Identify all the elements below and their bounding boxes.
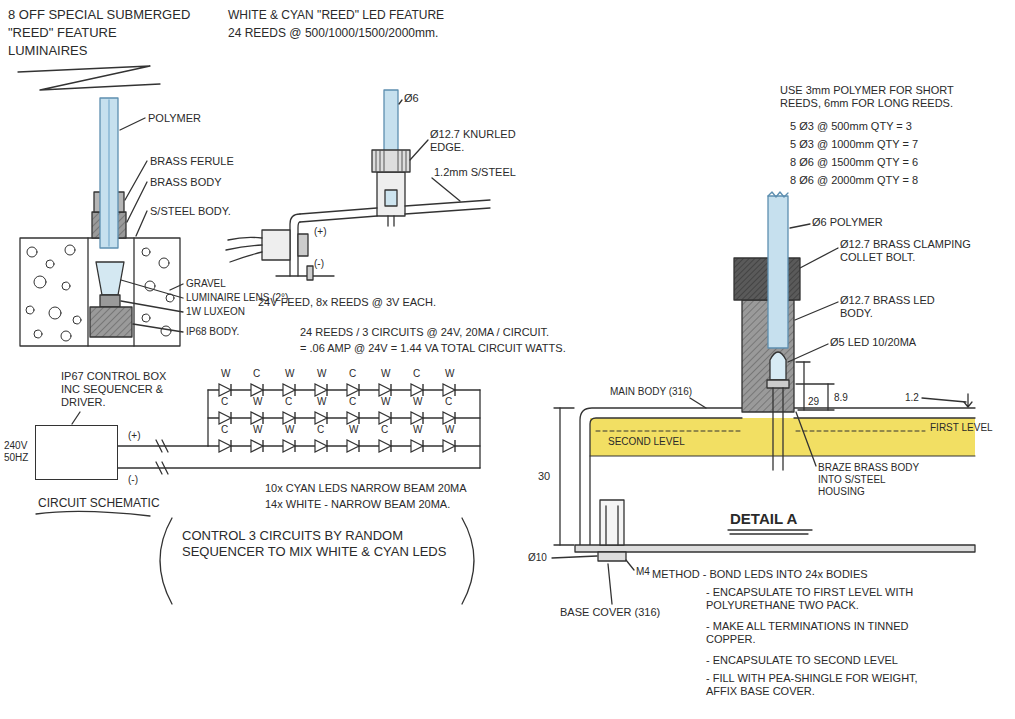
part-label: 1W LUXEON xyxy=(186,306,245,318)
note-text: 10x CYAN LEDS NARROW BEAM 20MA xyxy=(265,482,467,495)
method-step: METHOD - BOND LEDS INTO 24x BODIES xyxy=(652,568,868,581)
part-label: IP68 BODY. xyxy=(186,326,239,338)
dimension: 8.9 xyxy=(834,392,848,404)
part-label: Ø12.7 KNURLED EDGE. xyxy=(430,128,525,154)
led-colour-code: W xyxy=(285,424,294,436)
part-label: S/STEEL BODY. xyxy=(150,205,231,218)
note-text: USE 3mm POLYMER FOR SHORT REEDS, 6mm FOR… xyxy=(780,84,995,110)
led-colour-code: C xyxy=(349,396,356,408)
note-text: 24V FEED, 8x REEDS @ 3V EACH. xyxy=(258,296,436,309)
led-colour-code: C xyxy=(381,424,388,436)
led-colour-code: C xyxy=(253,368,260,380)
sketch-title: 8 OFF SPECIAL SUBMERGED "REED" FEATURE L… xyxy=(8,6,198,61)
part-label: BASE COVER (316) xyxy=(560,606,660,619)
schedule-row: 8 Ø6 @ 1500mm QTY = 6 xyxy=(790,156,918,169)
part-label: BRAZE BRASS BODY INTO S/STEEL HOUSING xyxy=(818,462,933,498)
part-label: M4 xyxy=(636,566,650,578)
led-colour-code: C xyxy=(221,424,228,436)
schedule-row: 5 Ø3 @ 1000mm QTY = 7 xyxy=(790,138,918,151)
note-text: = .06 AMP @ 24V = 1.44 VA TOTAL CIRCUIT … xyxy=(300,342,566,355)
polarity-mark: (+) xyxy=(128,430,141,442)
control-box: IP67 CONTROL BOX INC SEQUENCER & DRIVER. xyxy=(35,425,118,480)
dimension: Ø6 xyxy=(404,92,419,105)
box-heading: IP67 CONTROL BOX INC SEQUENCER & DRIVER. xyxy=(61,370,173,410)
method-step: - FILL WITH PEA-SHINGLE FOR WEIGHT, AFFI… xyxy=(706,672,941,698)
led-colour-code: W xyxy=(317,368,326,380)
dimension: 29 xyxy=(808,396,819,408)
feature-heading: WHITE & CYAN "REED" LED FEATURE xyxy=(228,8,444,22)
led-colour-code: C xyxy=(285,396,292,408)
part-label: POLYMER xyxy=(148,112,201,125)
part-label: BRASS BODY xyxy=(150,176,222,189)
led-colour-code: C xyxy=(445,396,452,408)
polarity-mark: (+) xyxy=(314,226,327,238)
feature-heading: 24 REEDS @ 500/1000/1500/2000mm. xyxy=(228,26,438,40)
part-label: MAIN BODY (316) xyxy=(610,386,692,398)
dimension: 30 xyxy=(538,470,550,483)
led-colour-code: W xyxy=(221,368,230,380)
part-label: GRAVEL xyxy=(186,278,226,290)
led-colour-code: W xyxy=(285,368,294,380)
led-colour-code: C xyxy=(413,368,420,380)
led-colour-code: W xyxy=(253,396,262,408)
level-label: SECOND LEVEL xyxy=(608,436,685,448)
part-label: Ø12.7 BRASS CLAMPING COLLET BOLT. xyxy=(840,238,990,264)
part-label: Ø5 LED 10/20MA xyxy=(830,336,916,349)
note-text: 24 REEDS / 3 CIRCUITS @ 24V, 20MA / CIRC… xyxy=(300,326,549,339)
method-step: - ENCAPSULATE TO FIRST LEVEL WITH POLYUR… xyxy=(706,586,941,612)
drawing-heading: CIRCUIT SCHEMATIC xyxy=(38,496,160,510)
note-text: CONTROL 3 CIRCUITS BY RANDOM SEQUENCER T… xyxy=(182,528,452,559)
led-colour-code: W xyxy=(413,424,422,436)
dimension: Ø10 xyxy=(528,552,547,564)
part-label: 1.2mm S/STEEL xyxy=(434,166,516,179)
led-colour-code: C xyxy=(221,396,228,408)
led-colour-code: W xyxy=(253,424,262,436)
led-colour-code: W xyxy=(445,424,454,436)
dimension: 1.2 xyxy=(905,392,919,404)
led-colour-code: W xyxy=(381,368,390,380)
led-colour-code: W xyxy=(445,368,454,380)
led-colour-code: W xyxy=(349,424,358,436)
method-step: - MAKE ALL TERMINATIONS IN TINNED COPPER… xyxy=(706,620,941,646)
led-colour-code: W xyxy=(413,396,422,408)
level-label: FIRST LEVEL xyxy=(930,422,993,434)
led-colour-code: W xyxy=(317,396,326,408)
part-label: Ø12.7 BRASS LED BODY. xyxy=(840,294,970,320)
led-colour-code: C xyxy=(317,424,324,436)
polarity-mark: (-) xyxy=(128,474,138,486)
supply-label: 240V 50HZ xyxy=(4,440,34,464)
detail-heading: DETAIL A xyxy=(730,510,797,528)
part-label: Ø6 POLYMER xyxy=(812,216,883,229)
schedule-row: 8 Ø6 @ 2000mm QTY = 8 xyxy=(790,174,918,187)
polarity-mark: (-) xyxy=(314,258,324,270)
schedule-row: 5 Ø3 @ 500mm QTY = 3 xyxy=(790,120,912,133)
led-colour-code: W xyxy=(381,396,390,408)
part-label: BRASS FERULE xyxy=(150,155,234,168)
note-text: 14x WHITE - NARROW BEAM 20MA. xyxy=(265,498,450,511)
led-colour-code: C xyxy=(349,368,356,380)
method-step: - ENCAPSULATE TO SECOND LEVEL xyxy=(706,654,898,667)
